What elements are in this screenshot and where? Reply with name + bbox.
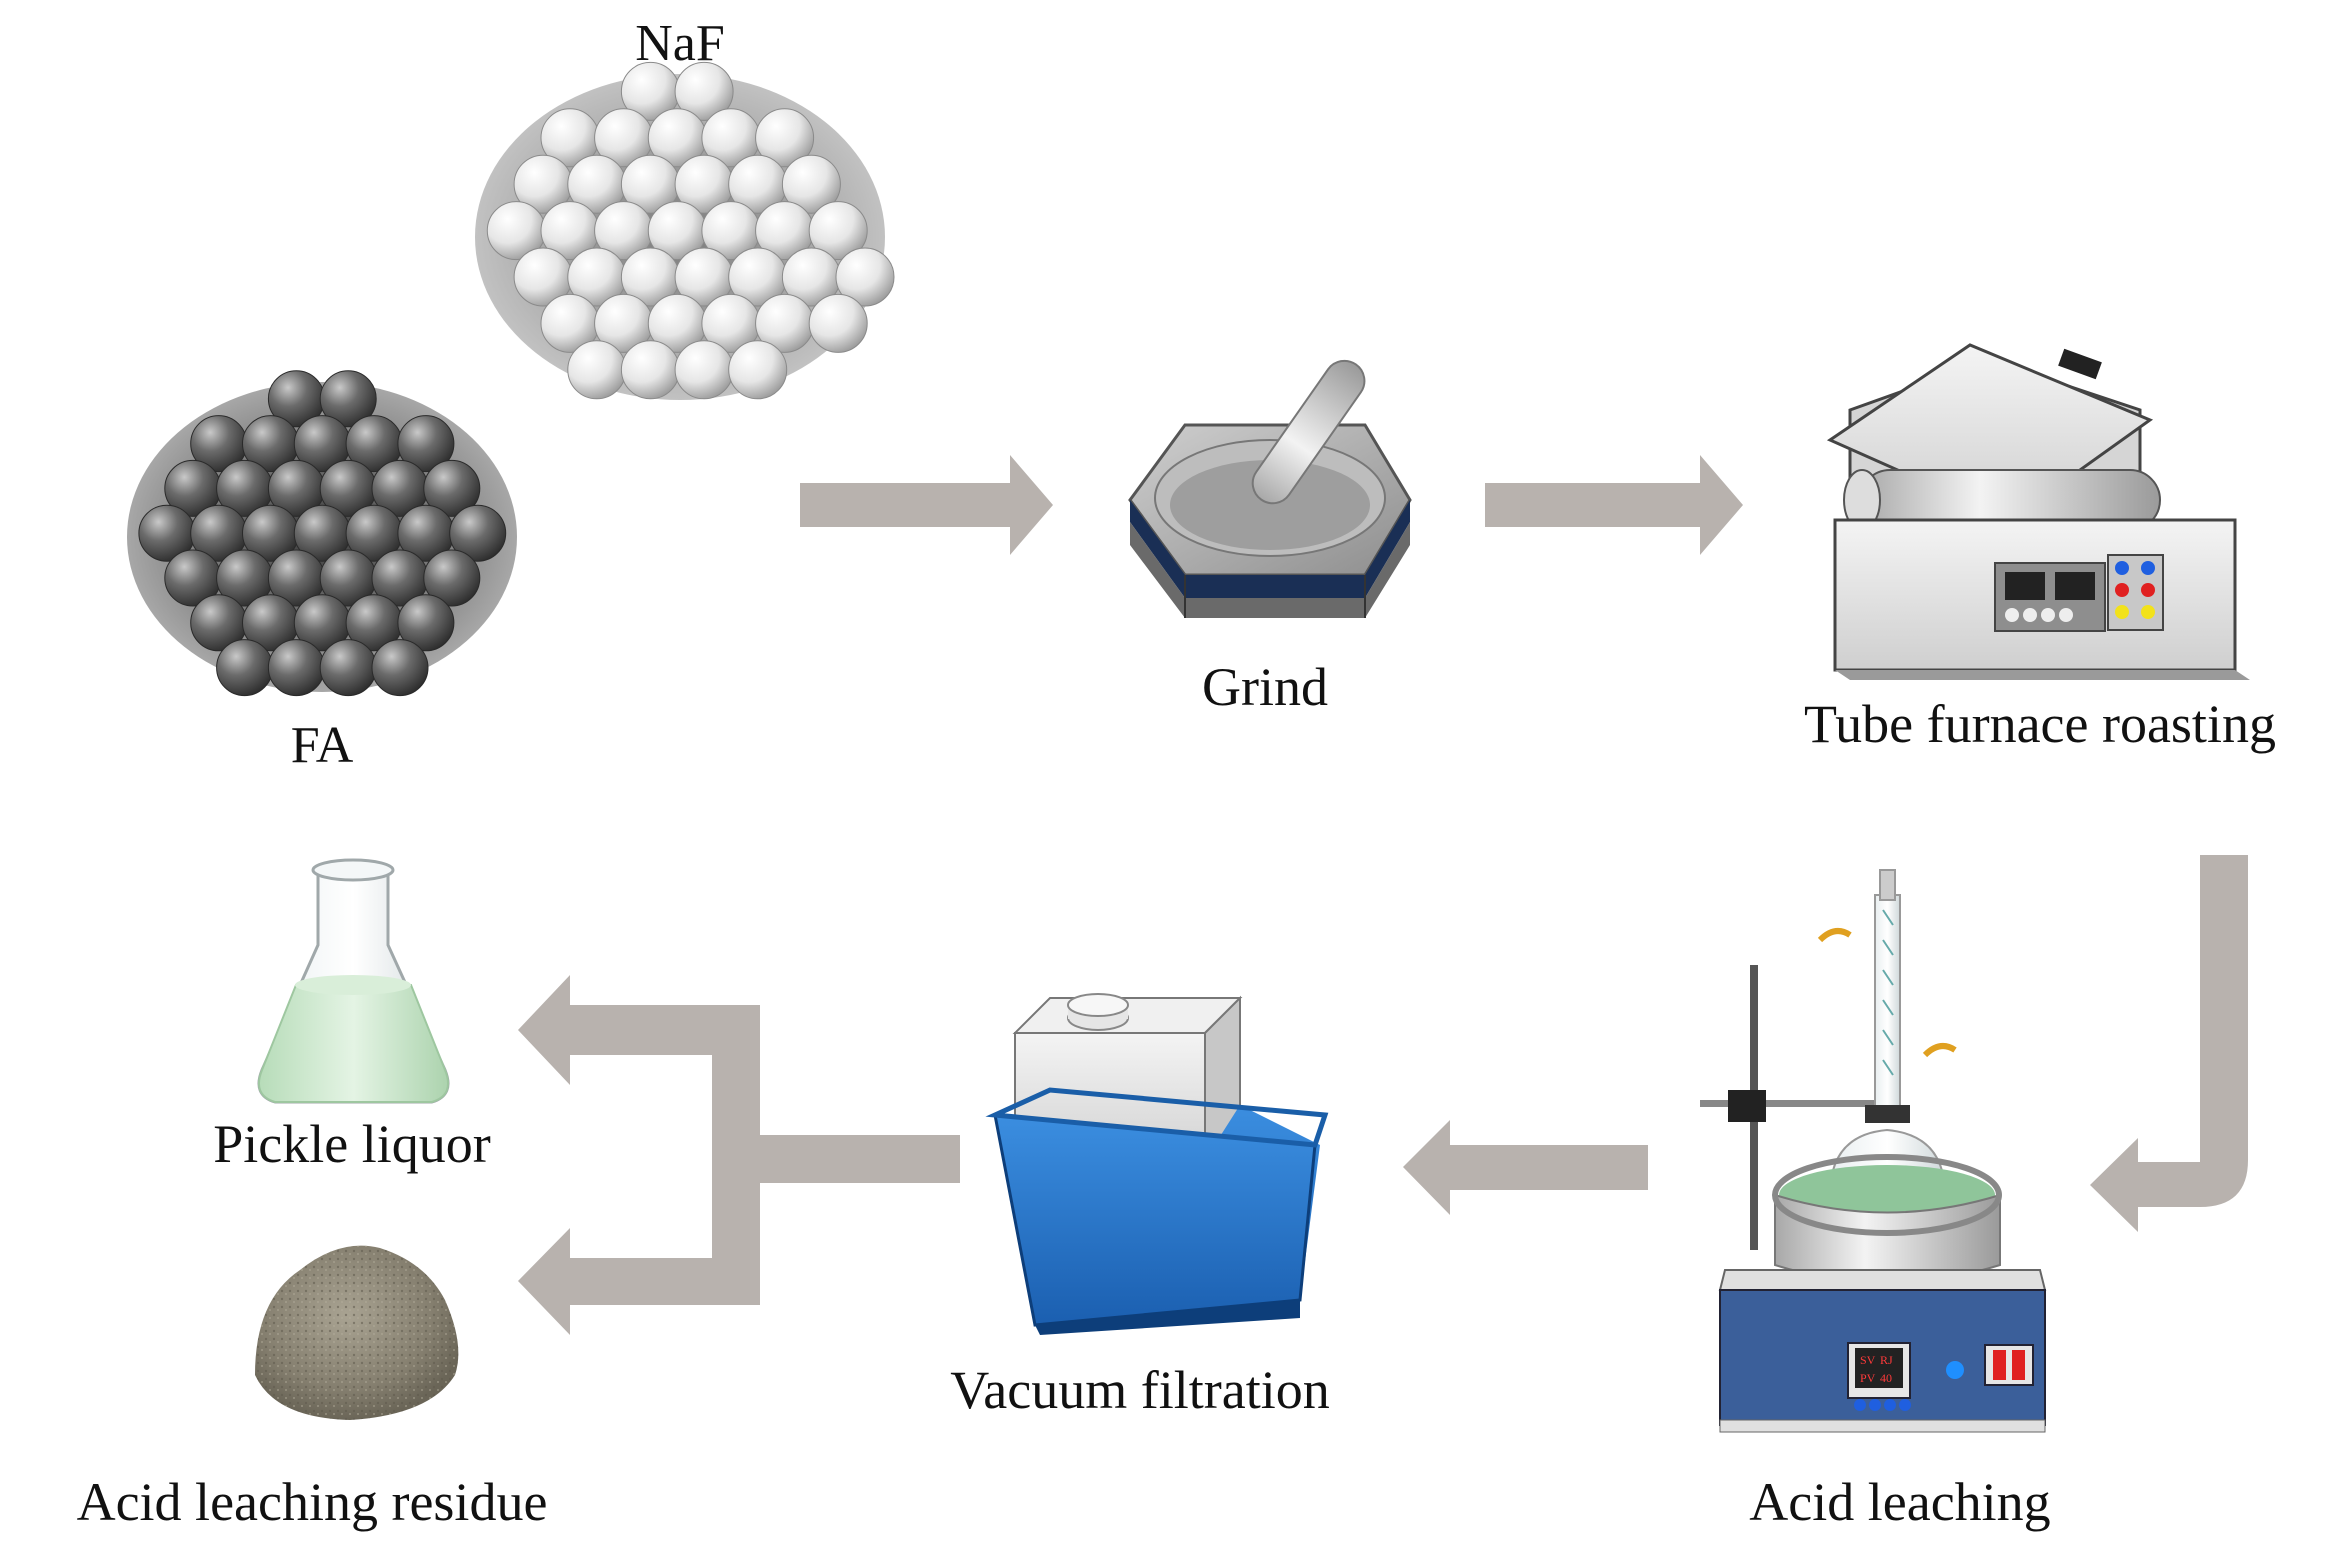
naf-label: NaF xyxy=(635,15,725,72)
naf-particle xyxy=(808,201,868,261)
fa-particle xyxy=(449,504,507,562)
residue-powder-icon xyxy=(255,1245,459,1420)
naf-particle xyxy=(808,293,868,353)
pickle-liquor-label: Pickle liquor xyxy=(213,1114,490,1174)
fa-particle xyxy=(423,459,481,517)
tube-furnace-label: Tube furnace roasting xyxy=(1804,694,2276,754)
grind-label: Grind xyxy=(1202,657,1328,717)
fa-particle xyxy=(216,639,274,697)
mortar-pestle-icon xyxy=(1128,359,1412,618)
naf-particle xyxy=(781,154,841,214)
arrow-furnace-to-leaching xyxy=(2090,855,2248,1232)
arrow-to-filtration xyxy=(1403,1120,1648,1215)
fa-particle xyxy=(371,639,429,697)
fa-particle xyxy=(267,639,325,697)
heating-mantle-condenser-icon: SV PV RJ 40 xyxy=(1700,869,2047,1433)
arrow-to-grind xyxy=(800,455,1053,555)
arrow-to-furnace xyxy=(1485,455,1743,555)
vacuum-filtration-icon xyxy=(985,993,1329,1335)
heater-r2-text: 40 xyxy=(1880,1371,1892,1385)
fa-particles-icon xyxy=(127,370,517,697)
fa-particle xyxy=(319,639,377,697)
naf-particle xyxy=(567,340,627,400)
fa-particle xyxy=(397,594,455,652)
fa-particle xyxy=(319,370,377,428)
erlenmeyer-flask-icon xyxy=(257,858,450,1104)
acid-leaching-label: Acid leaching xyxy=(1749,1472,2050,1532)
naf-particle xyxy=(755,108,815,168)
naf-particle xyxy=(835,247,895,307)
naf-particle xyxy=(674,340,734,400)
naf-particle xyxy=(674,61,734,121)
fa-label: FA xyxy=(291,717,354,774)
arrow-split-to-products xyxy=(518,975,960,1335)
naf-particle xyxy=(728,340,788,400)
heater-sv-text: SV xyxy=(1860,1353,1876,1367)
naf-particle xyxy=(620,340,680,400)
fa-particle xyxy=(423,549,481,607)
acid-residue-label: Acid leaching residue xyxy=(77,1472,548,1532)
naf-particles-icon xyxy=(475,61,895,400)
heater-pv-text: PV xyxy=(1860,1371,1876,1385)
vacuum-filtration-label: Vacuum filtration xyxy=(950,1360,1329,1420)
heater-r1-text: RJ xyxy=(1880,1353,1893,1367)
fa-particle xyxy=(397,415,455,473)
tube-furnace-icon xyxy=(1826,343,2250,680)
